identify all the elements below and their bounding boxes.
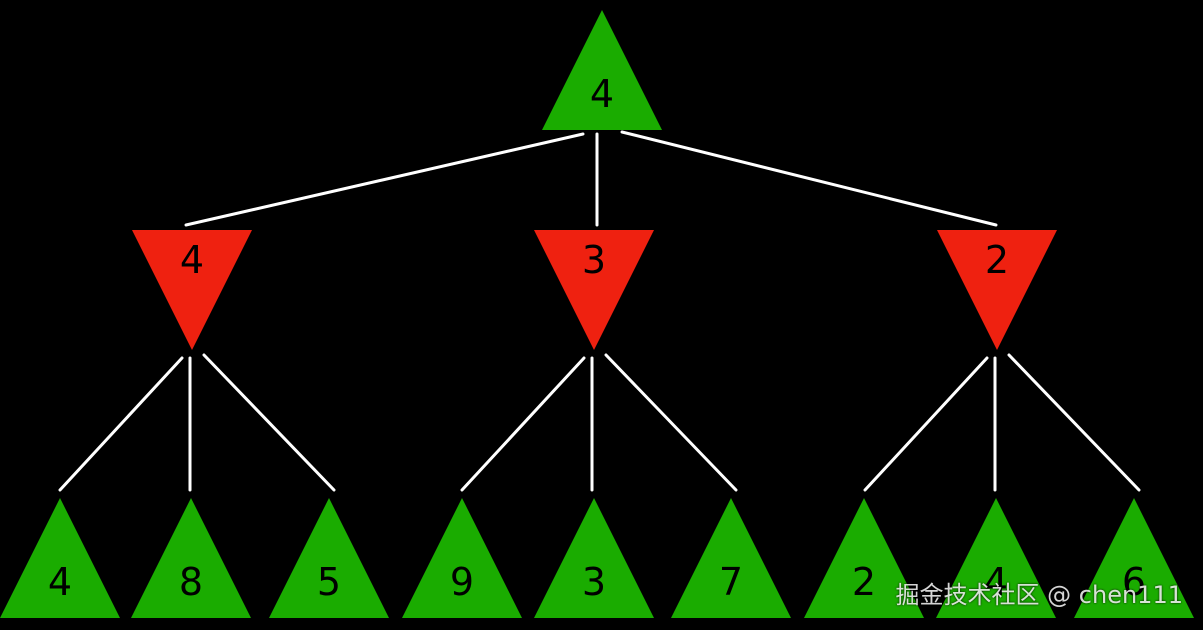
min-node-3: 2 xyxy=(937,230,1057,350)
tree-edges xyxy=(58,130,1141,492)
max-node-triangle xyxy=(269,498,389,618)
node-value-label: 7 xyxy=(719,560,743,604)
max-node-triangle xyxy=(1074,498,1194,618)
leaf-max-node-1: 4 xyxy=(0,498,120,618)
min-node-triangle xyxy=(534,230,654,350)
leaf-max-node-8: 4 xyxy=(936,498,1056,618)
edge-min-1-to-leaf-3 xyxy=(202,353,336,492)
node-value-label: 2 xyxy=(985,238,1009,282)
node-value-label: 3 xyxy=(582,238,606,282)
max-node-triangle xyxy=(804,498,924,618)
leaf-max-node-2: 8 xyxy=(131,498,251,618)
leaf-max-node-7: 2 xyxy=(804,498,924,618)
edge-min-2-to-leaf-1 xyxy=(460,356,586,492)
edge-root-to-min-3 xyxy=(620,130,998,227)
edge-min-3-to-leaf-1 xyxy=(863,356,989,492)
root-max-node: 4 xyxy=(542,10,662,130)
leaf-max-node-4: 9 xyxy=(402,498,522,618)
node-value-label: 4 xyxy=(48,560,72,604)
edge-min-3-to-leaf-3 xyxy=(1007,353,1141,492)
node-value-label: 9 xyxy=(450,560,474,604)
node-value-label: 6 xyxy=(1122,560,1146,604)
tree-nodes: 4 4 4 8 5 3 9 3 7 2 2 4 6 xyxy=(0,10,1194,618)
watermark: 掘金技术社区 @ chen111 xyxy=(895,581,1183,609)
node-value-label: 4 xyxy=(590,72,614,116)
node-value-label: 4 xyxy=(984,560,1008,604)
edge-min-1-to-leaf-1 xyxy=(58,356,184,492)
max-node-triangle xyxy=(0,498,120,618)
edge-root-to-min-1 xyxy=(184,132,585,227)
max-node-triangle xyxy=(936,498,1056,618)
leaf-max-node-5: 3 xyxy=(534,498,654,618)
node-value-label: 8 xyxy=(179,560,203,604)
edge-min-2-to-leaf-3 xyxy=(604,353,738,492)
min-node-triangle xyxy=(132,230,252,350)
max-node-triangle xyxy=(542,10,662,130)
node-value-label: 3 xyxy=(582,560,606,604)
leaf-max-node-6: 7 xyxy=(671,498,791,618)
leaf-max-node-3: 5 xyxy=(269,498,389,618)
node-value-label: 2 xyxy=(852,560,876,604)
max-node-triangle xyxy=(131,498,251,618)
node-value-label: 5 xyxy=(317,560,341,604)
max-node-triangle xyxy=(671,498,791,618)
min-node-1: 4 xyxy=(132,230,252,350)
min-node-2: 3 xyxy=(534,230,654,350)
leaf-max-node-9: 6 xyxy=(1074,498,1194,618)
max-node-triangle xyxy=(534,498,654,618)
min-node-triangle xyxy=(937,230,1057,350)
max-node-triangle xyxy=(402,498,522,618)
node-value-label: 4 xyxy=(180,238,204,282)
